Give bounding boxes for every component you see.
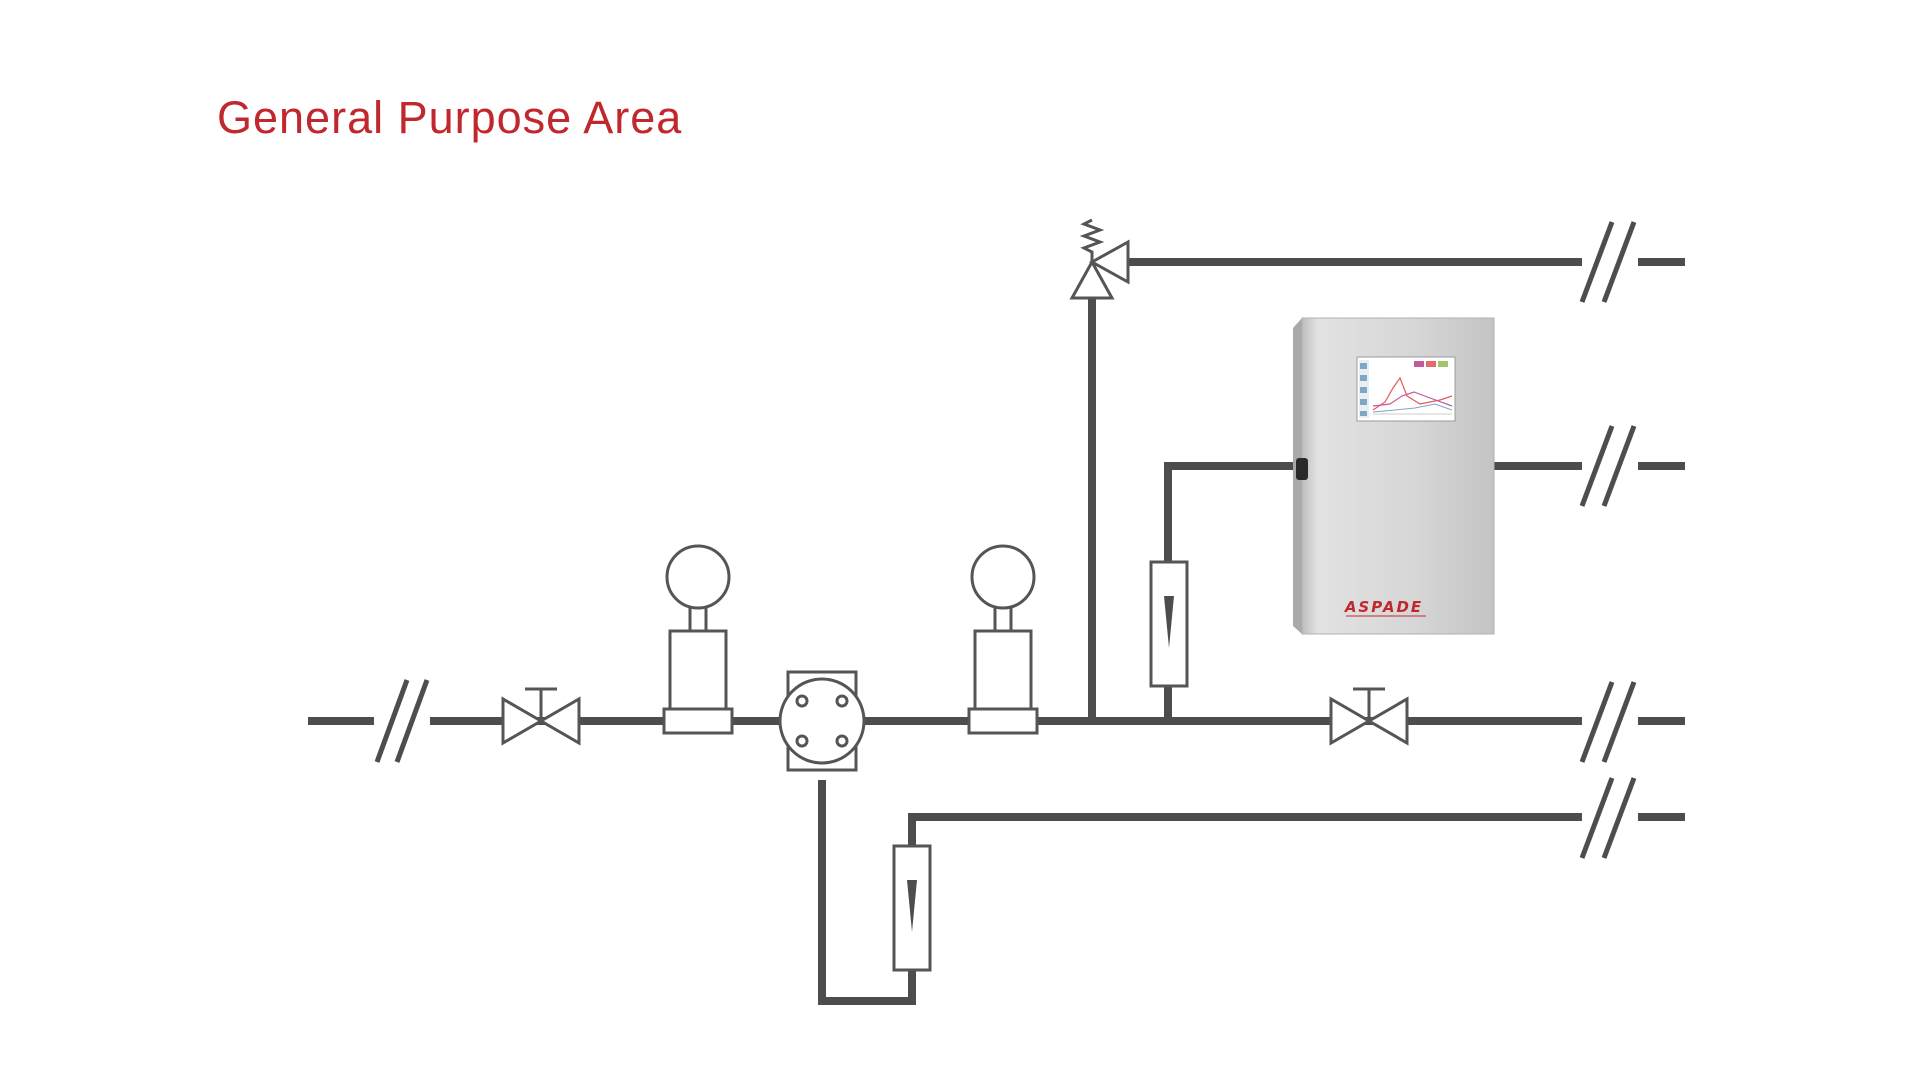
- pipe-break-icon: [1579, 681, 1638, 763]
- pipe-break-icon: [374, 679, 430, 763]
- flowmeter-icon: [1149, 560, 1189, 688]
- svg-text:ASPADE: ASPADE: [1344, 598, 1423, 616]
- relief-valve-icon: [1069, 218, 1130, 300]
- flowmeter-icon: [892, 844, 932, 972]
- analyzer-cabinet-icon: ASPADE: [1293, 317, 1495, 635]
- gate-valve-icon: [501, 687, 581, 746]
- filter-icon: [778, 670, 866, 772]
- pipe-break-icon: [1579, 221, 1638, 303]
- pressure-regulator-icon: [662, 604, 734, 735]
- pipe-break-icon: [1579, 777, 1638, 859]
- pressure-regulator-icon: [967, 604, 1039, 735]
- pressure-gauge-icon: [970, 544, 1036, 610]
- fast-loop-return-line: [908, 813, 1685, 846]
- gate-valve-icon: [1329, 687, 1409, 746]
- page-title: General Purpose Area: [217, 92, 683, 143]
- pipe-break-icon: [1579, 425, 1638, 507]
- pressure-gauge-icon: [665, 544, 731, 610]
- brand-logo: ASPADE: [1344, 598, 1426, 617]
- analyzer-screen: [1356, 356, 1456, 422]
